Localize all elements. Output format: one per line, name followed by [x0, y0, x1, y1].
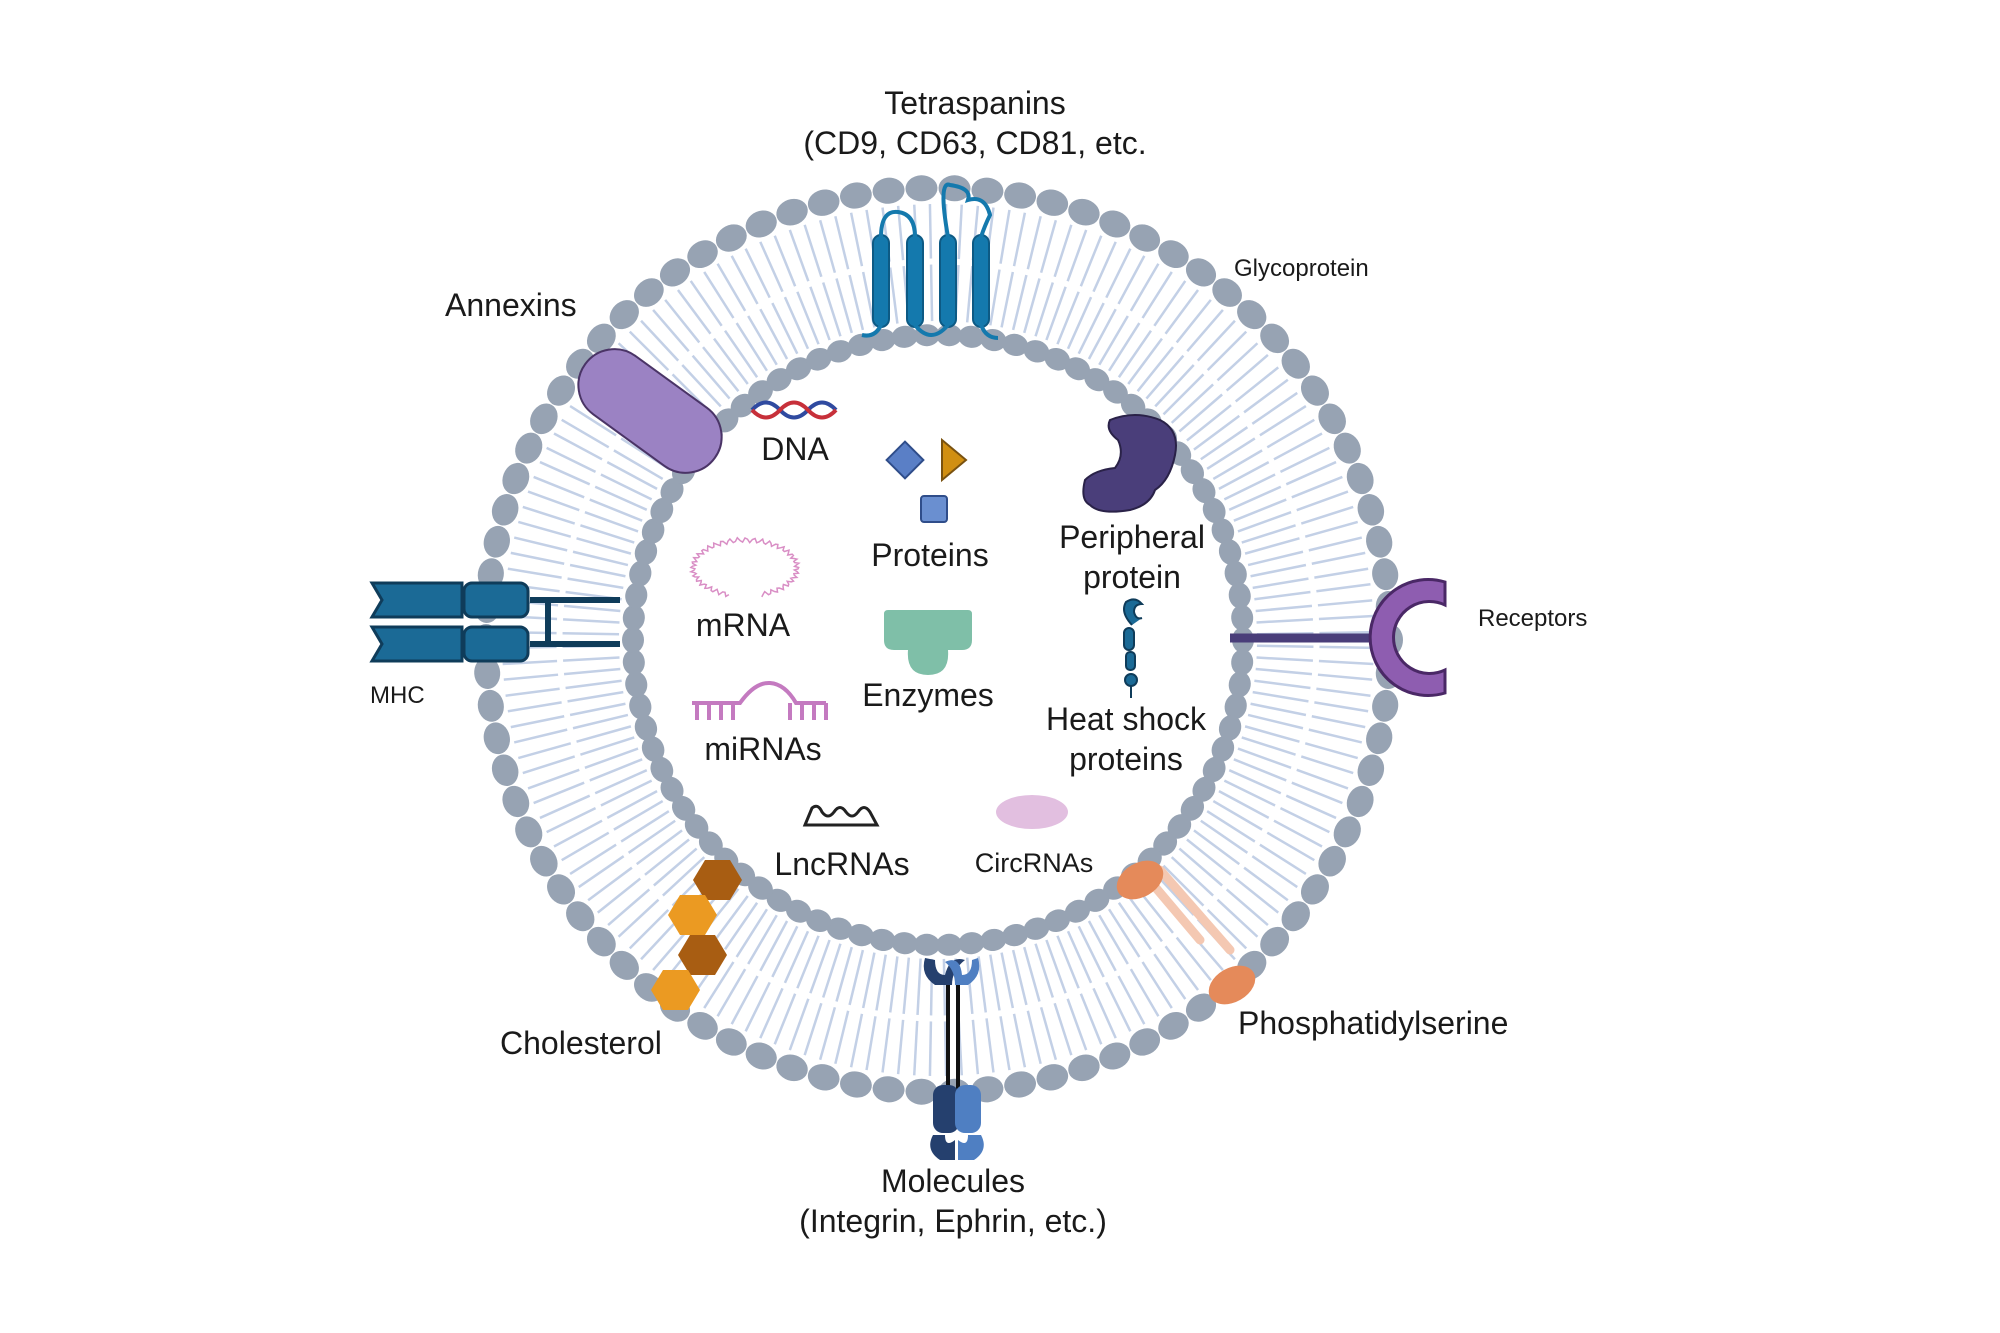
receptor-icon — [1230, 578, 1447, 697]
phosphatidylserine-icon — [1116, 860, 1256, 1005]
mhc-label: MHC — [370, 682, 425, 709]
annexin-icon — [577, 348, 723, 474]
cholesterol-label: Cholesterol — [500, 1025, 662, 1061]
tetraspanin-icon — [861, 182, 999, 340]
phosphatidylserine-label: Phosphatidylserine — [1238, 1005, 1508, 1041]
peripheral-protein-label-2: protein — [1083, 559, 1181, 595]
peripheral-protein-label: Peripheral — [1059, 519, 1205, 555]
mrna-label: mRNA — [696, 607, 791, 643]
heat-shock-proteins-label: Heat shock — [1046, 701, 1207, 737]
circrna-icon — [996, 795, 1068, 829]
circrnas-label: CircRNAs — [975, 848, 1094, 878]
tetraspanins-examples-label: (CD9, CD63, CD81, etc. — [803, 125, 1146, 161]
mrna-icon — [688, 536, 801, 598]
molecules-label: Molecules — [881, 1163, 1025, 1199]
proteins-icon — [885, 437, 968, 523]
mhc-icon — [369, 581, 620, 663]
mirnas-label: miRNAs — [704, 731, 821, 767]
lncrnas-label: LncRNAs — [774, 846, 909, 882]
heat-shock-protein-icon — [1123, 598, 1145, 698]
enzyme-icon — [884, 610, 972, 675]
heat-shock-proteins-label-2: proteins — [1069, 741, 1183, 777]
annexins-label: Annexins — [445, 287, 577, 323]
peripheral-protein-icon — [1082, 414, 1177, 513]
integrin-icon — [923, 958, 984, 1160]
dna-icon — [750, 400, 838, 420]
lncrna-icon — [802, 804, 880, 827]
receptors-label: Receptors — [1478, 605, 1587, 632]
molecules-examples-label: (Integrin, Ephrin, etc.) — [799, 1203, 1107, 1239]
proteins-label: Proteins — [871, 537, 988, 573]
dna-label: DNA — [761, 431, 829, 467]
enzymes-label: Enzymes — [862, 677, 994, 713]
mirna-icon — [692, 680, 828, 720]
glycoprotein-label: Glycoprotein — [1234, 255, 1369, 282]
cholesterol-icon — [651, 860, 742, 1010]
tetraspanins-label: Tetraspanins — [884, 85, 1065, 121]
